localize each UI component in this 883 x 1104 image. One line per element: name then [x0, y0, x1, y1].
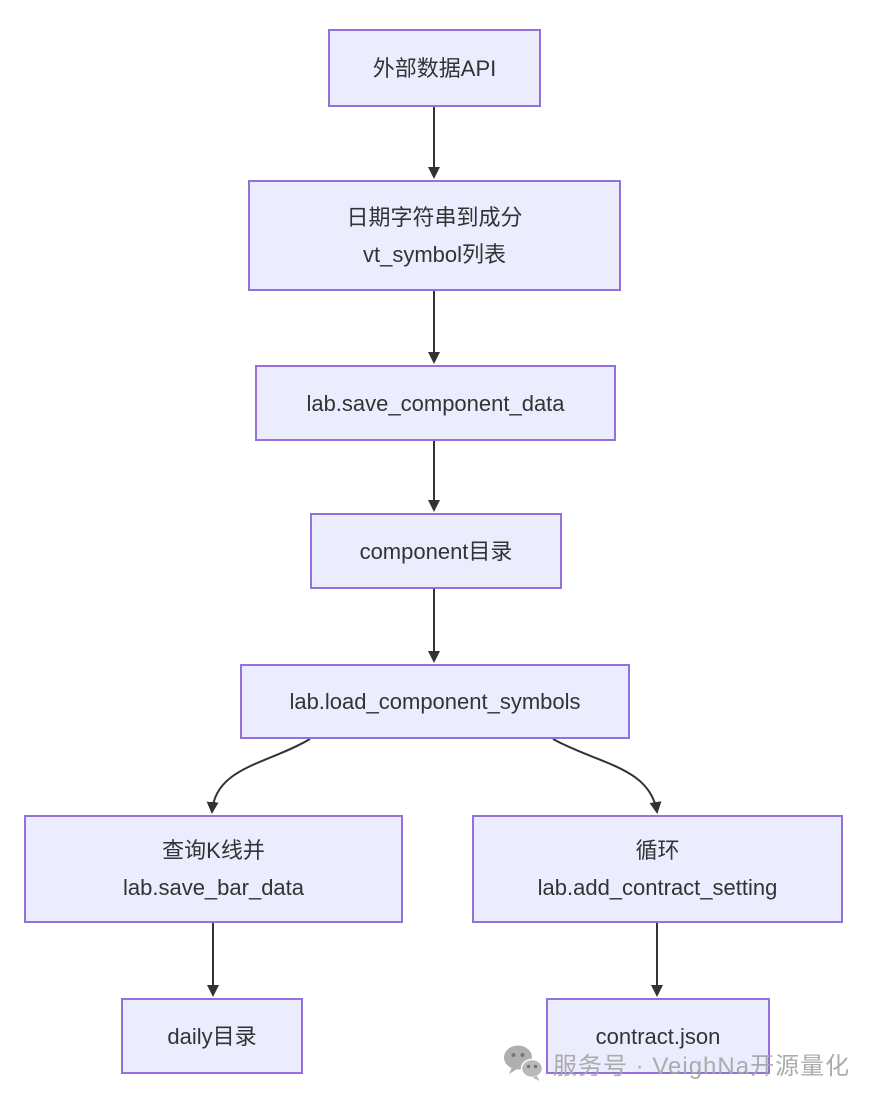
- node-label: contract.json: [595, 1023, 721, 1049]
- node-loop-add-contract-setting: 循环 lab.add_contract_setting: [472, 815, 843, 923]
- node-component-directory: component目录: [310, 513, 562, 589]
- node-label: lab.add_contract_setting: [537, 875, 778, 900]
- node-save-component-data: lab.save_component_data: [255, 365, 616, 441]
- node-load-component-symbols: lab.load_component_symbols: [240, 664, 630, 739]
- wechat-icon: [504, 1045, 543, 1081]
- node-label: 循环: [635, 838, 680, 863]
- node-label: 日期字符串到成分: [346, 204, 523, 230]
- node-label: 外部数据API: [372, 55, 497, 81]
- node-daily-directory: daily目录: [121, 998, 303, 1074]
- node-query-kline-save-bar: 查询K线并 lab.save_bar_data: [24, 815, 403, 923]
- node-date-string-to-components: 日期字符串到成分 vt_symbol列表: [248, 180, 621, 291]
- node-label: daily目录: [167, 1023, 257, 1049]
- node-label: component目录: [359, 538, 513, 564]
- watermark-text: 服务号 · VeighNa开源量化: [553, 1052, 851, 1080]
- edge-arrow-load-to-loop: [552, 738, 662, 814]
- node-label: lab.save_component_data: [306, 390, 565, 416]
- edge-arrow-load-to-query: [206, 738, 311, 814]
- node-label: vt_symbol列表: [362, 241, 507, 267]
- node-contract-json: contract.json: [546, 998, 770, 1074]
- node-label: 查询K线并: [162, 838, 265, 863]
- node-external-data-api: 外部数据API: [328, 29, 541, 107]
- node-label: lab.save_bar_data: [122, 875, 305, 900]
- watermark: 服务号 · VeighNa开源量化: [503, 1044, 850, 1082]
- node-label: lab.load_component_symbols: [289, 689, 581, 714]
